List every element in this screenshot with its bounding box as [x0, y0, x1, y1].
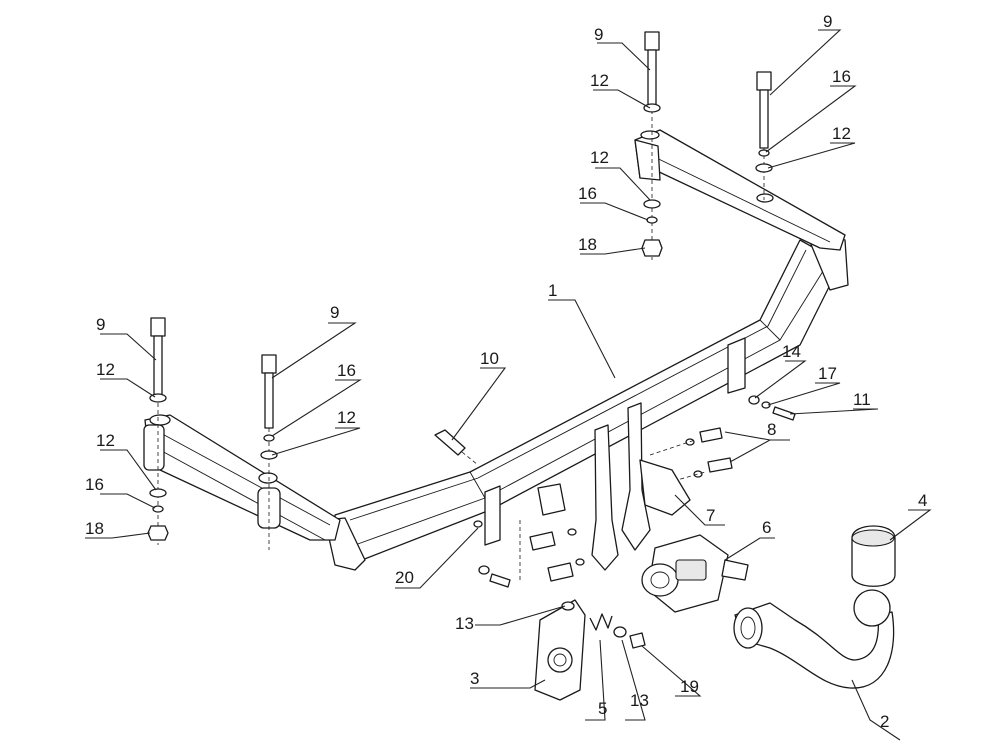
bolt-stack-right-1: [641, 31, 663, 260]
callout-12-c: 12: [832, 124, 851, 143]
bolt-stack-right-2: [755, 71, 773, 200]
callout-12-d: 12: [96, 360, 115, 379]
callout-9-mid: 9: [330, 303, 339, 322]
socket-plate: [534, 599, 646, 701]
callout-2: 2: [880, 712, 889, 731]
callout-7: 7: [706, 506, 715, 525]
callout-16-a: 16: [578, 184, 597, 203]
callout-19: 19: [680, 677, 699, 696]
bolt-stack-left-2: [260, 354, 278, 550]
hardware-left: [473, 483, 585, 588]
callout-12-b: 12: [590, 148, 609, 167]
callout-5: 5: [598, 699, 607, 718]
callout-1: 1: [548, 281, 557, 300]
callout-12-a: 12: [590, 71, 609, 90]
callout-9-left: 9: [96, 315, 105, 334]
callout-12-f: 12: [337, 408, 356, 427]
callout-9-top-right: 9: [823, 12, 832, 31]
callout-3: 3: [470, 669, 479, 688]
callout-16-d: 16: [337, 361, 356, 380]
callout-16-c: 16: [85, 475, 104, 494]
callout-12-e: 12: [96, 431, 115, 450]
tow-ball: [733, 525, 896, 689]
callout-labels: 1 2 3 4 5 6 7 8 9 9 9 9 10 11 12 12 12 1…: [85, 12, 927, 731]
callout-9-top-left: 9: [594, 25, 603, 44]
callout-18-a: 18: [578, 235, 597, 254]
callout-17: 17: [818, 364, 837, 383]
callout-6: 6: [762, 518, 771, 537]
callout-18-b: 18: [85, 519, 104, 538]
callout-10: 10: [480, 349, 499, 368]
callout-4: 4: [918, 491, 927, 510]
electrical-socket: [641, 534, 749, 613]
callout-11: 11: [853, 390, 871, 409]
hardware-right: [649, 395, 796, 486]
callout-16-b: 16: [832, 67, 851, 86]
right-bracket: [634, 129, 846, 251]
callout-8: 8: [767, 420, 776, 439]
callout-13-a: 13: [455, 614, 474, 633]
callout-leaders: [85, 29, 932, 741]
left-bracket: [143, 414, 341, 541]
callout-20: 20: [395, 568, 414, 587]
mounting-arms: [591, 402, 691, 571]
callout-14: 14: [782, 342, 801, 361]
bolt-10: [434, 429, 479, 466]
callout-13-b: 13: [630, 691, 649, 710]
crossbar-tabs: [484, 337, 746, 546]
